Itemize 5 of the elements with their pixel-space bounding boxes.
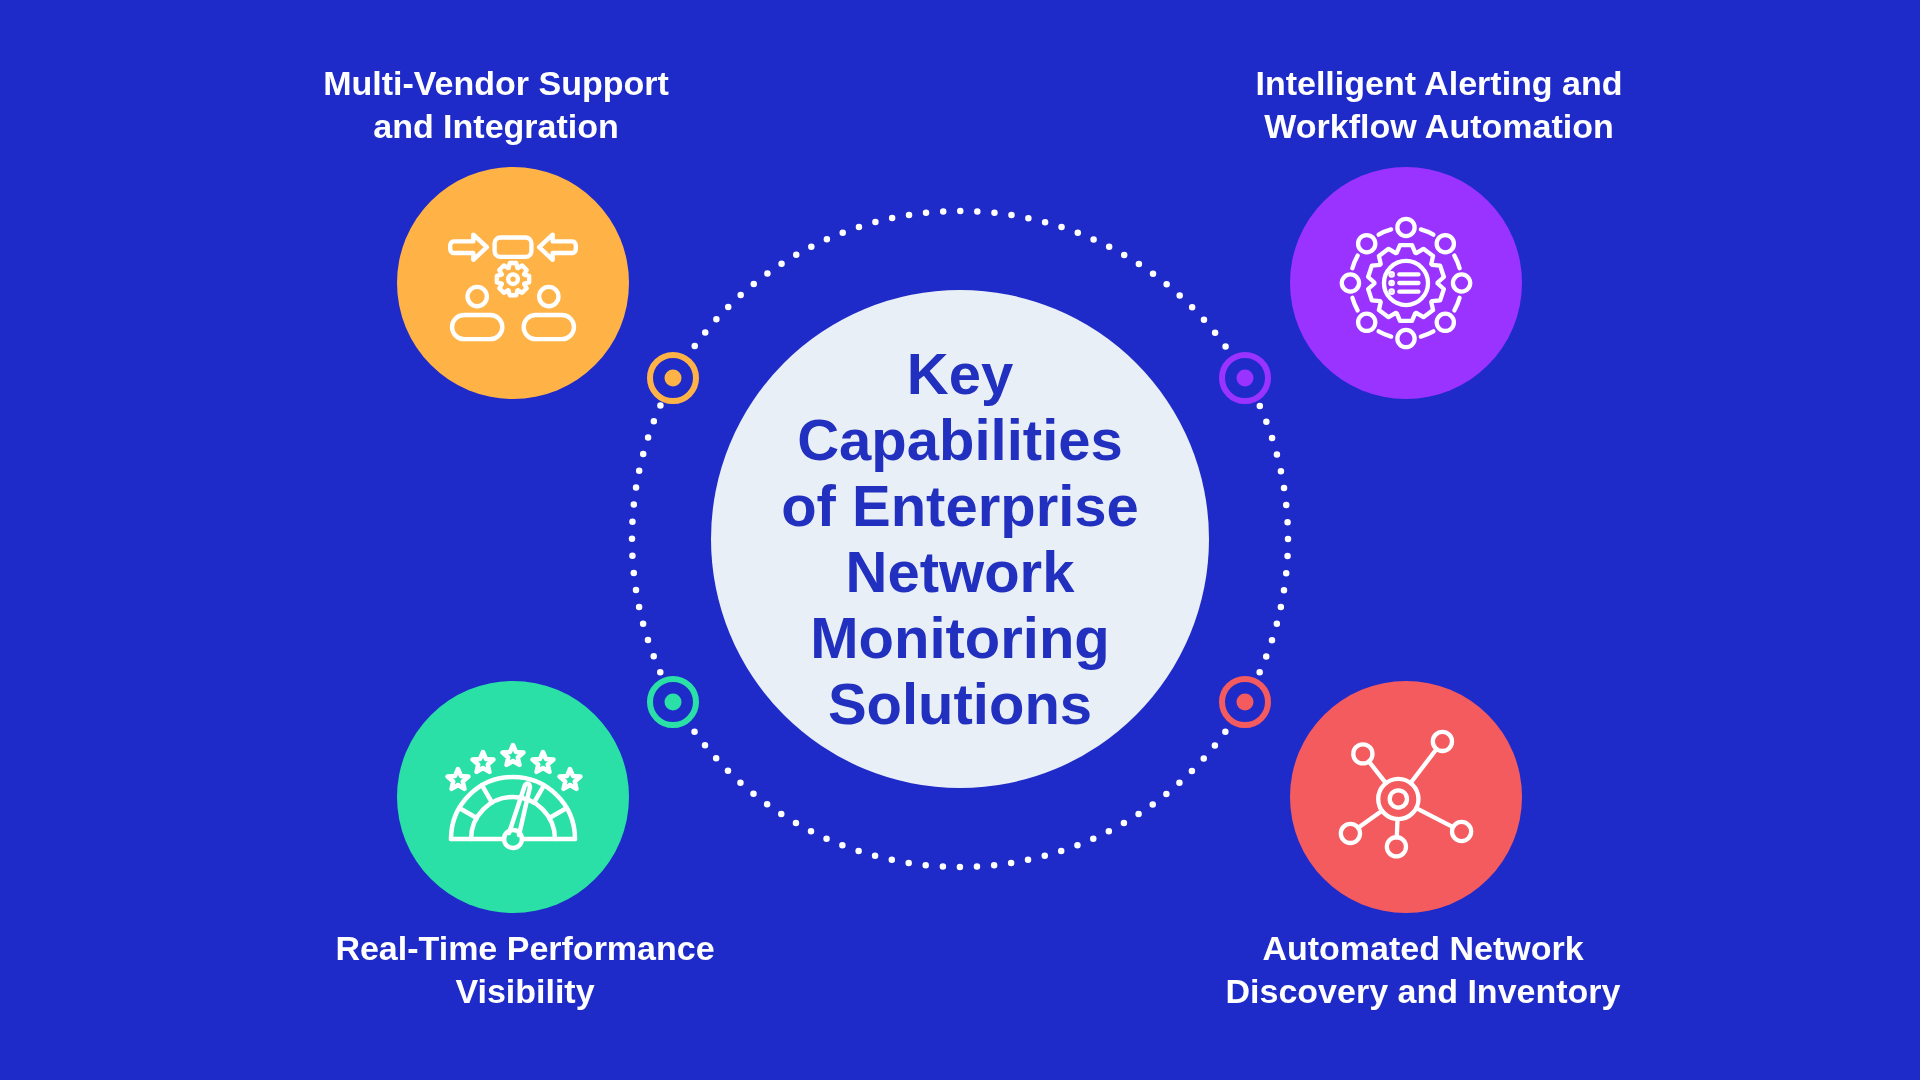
capability-heading: Multi-Vendor Support and Integration [322, 63, 670, 147]
center-title: Key Capabilities of Enterprise Network Monitoring Solutions [780, 341, 1140, 737]
capability-heading: Automated Network Discovery and Inventory [1224, 928, 1622, 1012]
capability-heading: Real-Time Performance Visibility [334, 928, 716, 1012]
capability-heading: Intelligent Alerting and Workflow Automation [1254, 63, 1624, 147]
